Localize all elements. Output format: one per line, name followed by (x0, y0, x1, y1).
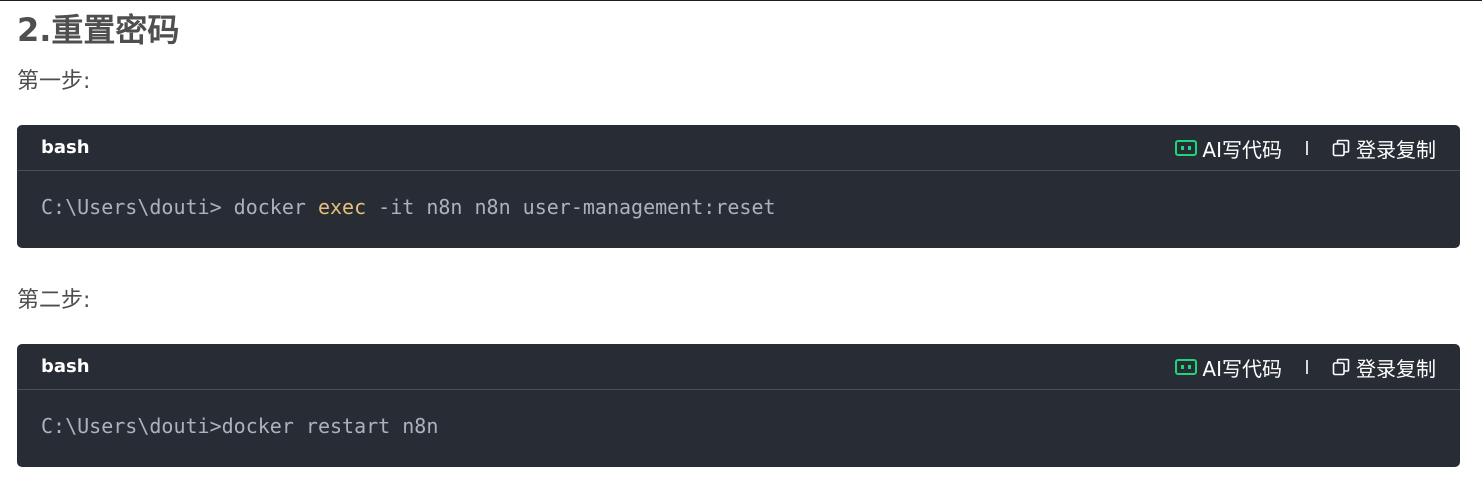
step-1-label: 第一步: (17, 69, 91, 94)
code-header: bash AI写代码 登录复制 (17, 125, 1460, 171)
ai-write-code-button[interactable]: AI写代码 (1175, 134, 1282, 163)
ai-write-code-label: AI写代码 (1202, 137, 1282, 162)
ai-write-code-label: AI写代码 (1202, 356, 1282, 381)
code-block-1: bash AI写代码 登录复制 C:\Users\douti> docker e… (17, 125, 1460, 248)
toolbar-divider (1306, 360, 1308, 374)
code-keyword: exec (317, 195, 367, 219)
code-line: C:\Users\douti>docker restart n8n (41, 414, 439, 438)
code-text: -it n8n n8n user-management:reset (366, 195, 776, 219)
code-block-2: bash AI写代码 登录复制 C:\Users\douti>docker re… (17, 344, 1460, 467)
ai-robot-icon (1175, 140, 1198, 156)
top-border (0, 0, 1482, 1)
code-header: bash AI写代码 登录复制 (17, 344, 1460, 390)
code-toolbar: AI写代码 登录复制 (1175, 134, 1436, 162)
section-heading: 2.重置密码 (17, 11, 180, 49)
step-2-label: 第二步: (17, 288, 91, 313)
copy-icon (1332, 358, 1350, 376)
code-language-label: bash (41, 356, 90, 377)
toolbar-divider (1306, 141, 1308, 155)
login-copy-label: 登录复制 (1356, 137, 1436, 162)
code-language-label: bash (41, 137, 90, 158)
login-copy-button[interactable]: 登录复制 (1332, 134, 1436, 163)
copy-icon (1332, 139, 1350, 157)
ai-write-code-button[interactable]: AI写代码 (1175, 353, 1282, 382)
login-copy-button[interactable]: 登录复制 (1332, 353, 1436, 382)
ai-robot-icon (1175, 359, 1198, 375)
code-text: C:\Users\douti> docker (41, 195, 318, 219)
code-line: C:\Users\douti> docker exec -it n8n n8n … (41, 193, 776, 221)
login-copy-label: 登录复制 (1356, 356, 1436, 381)
code-toolbar: AI写代码 登录复制 (1175, 353, 1436, 381)
